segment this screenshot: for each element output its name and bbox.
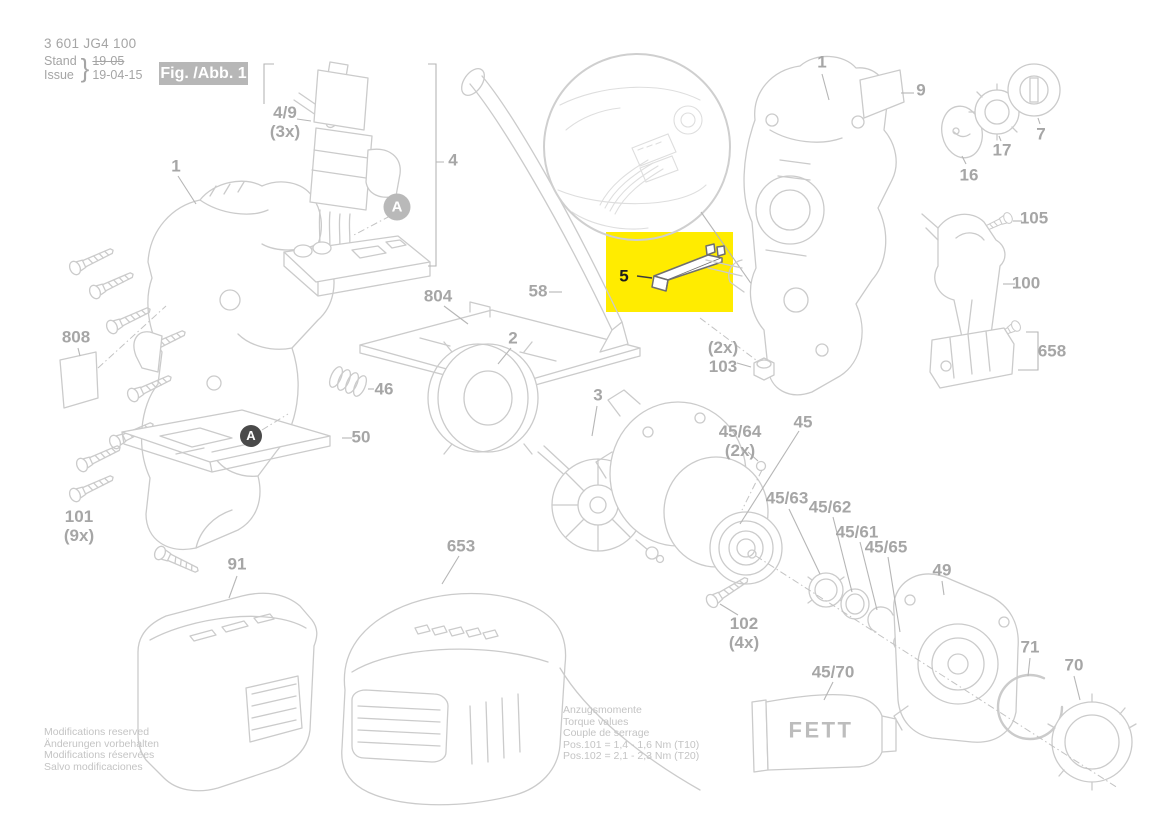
part-label-4-9[interactable]: 4/9(3x) — [269, 102, 301, 141]
ring-7-drawing — [1007, 63, 1061, 125]
slider-50-drawing — [121, 331, 352, 473]
part-label-46[interactable]: 46 — [374, 379, 394, 399]
housing-left-drawing — [141, 180, 335, 550]
group-bracket-lines — [263, 63, 444, 267]
spring-46-drawing — [328, 366, 374, 397]
badge-16-drawing — [941, 105, 983, 165]
housing-right-drawing — [705, 55, 897, 396]
screw-102-drawing — [703, 572, 752, 616]
part-label-50[interactable]: 50 — [351, 427, 371, 447]
part-label-45[interactable]: 45 — [793, 412, 813, 432]
housing-49-drawing — [893, 573, 1019, 743]
part-label-16[interactable]: 16 — [959, 165, 979, 185]
part-label-101[interactable]: 101(9x) — [63, 506, 95, 545]
note-line: Änderungen vorbehalten — [44, 737, 160, 750]
grease-tube-drawing — [751, 693, 897, 773]
nut-103-drawing — [736, 357, 775, 381]
issue-value: 19-04-15 — [92, 68, 143, 82]
stand-label: Stand — [44, 54, 77, 68]
part-label-808[interactable]: 808 — [61, 327, 91, 347]
part-label-45-63[interactable]: 45/63 — [765, 488, 809, 508]
part-label-70[interactable]: 70 — [1064, 655, 1084, 675]
issue-label: Issue — [44, 68, 74, 82]
block-658-drawing — [929, 318, 1039, 389]
part-label-100[interactable]: 100 — [1011, 273, 1041, 293]
part-label-804[interactable]: 804 — [423, 286, 453, 306]
note-line: Pos.102 = 2,1 - 2,3 Nm (T20) — [563, 750, 700, 762]
stand-value: 19-05 — [92, 54, 125, 68]
part-label-105[interactable]: 105 — [1019, 208, 1049, 228]
note-line: Anzugsmomente — [563, 704, 642, 716]
screw-105-drawing — [974, 210, 1022, 238]
part-label-71[interactable]: 71 — [1020, 637, 1040, 657]
issue-brace: } — [80, 53, 90, 83]
part-label-1[interactable]: 1 — [817, 52, 827, 72]
header-block: 3 601 JG4 100 Stand Issue } 19-05 19-04-… — [44, 36, 142, 82]
part-label-45-62[interactable]: 45/62 — [808, 497, 852, 517]
part-label-658[interactable]: 658 — [1037, 341, 1067, 361]
issue-block: Stand Issue } 19-05 19-04-15 — [44, 54, 142, 82]
part-label-45-61[interactable]: 45/61 — [835, 522, 879, 542]
ring-stack-drawing — [807, 572, 911, 651]
part-label-103[interactable]: (2x)103 — [707, 337, 739, 376]
insert-17-drawing — [968, 83, 1026, 142]
sticker-9-drawing — [859, 69, 914, 119]
type-number: 3 601 JG4 100 — [44, 36, 137, 51]
collar-70-drawing — [1047, 693, 1137, 791]
leader-lines — [177, 175, 1119, 789]
charger-653-drawing — [341, 555, 701, 806]
note-line: Couple de serrage — [563, 727, 650, 739]
part-label-91[interactable]: 91 — [227, 554, 247, 574]
detent-ball-45-64 — [755, 460, 767, 472]
part-5-drawing[interactable] — [636, 243, 726, 292]
detail-marker-A-light: A — [383, 193, 411, 221]
part-label-653[interactable]: 653 — [446, 536, 476, 556]
sticker-808-drawing — [59, 305, 167, 409]
part-label-102[interactable]: 102(4x) — [728, 613, 760, 652]
battery-91-drawing — [137, 592, 318, 792]
detail-marker-A-dark: A — [240, 425, 262, 447]
part-label-49[interactable]: 49 — [932, 560, 952, 580]
part-label-45-64[interactable]: 45/64(2x) — [718, 421, 762, 460]
stator-2-drawing — [427, 341, 539, 455]
leader-part5-mount — [699, 317, 757, 361]
note-line: Torque values — [563, 715, 629, 728]
part-label-9[interactable]: 9 — [916, 80, 926, 100]
snap-ring-71-drawing — [996, 673, 1064, 741]
part-label-1[interactable]: 1 — [171, 156, 181, 176]
note-line: Salvo modificaciones — [44, 760, 143, 773]
part-label-2[interactable]: 2 — [508, 328, 518, 348]
part-label-7[interactable]: 7 — [1036, 124, 1046, 144]
figure-badge: Fig. /Abb. 1 — [159, 62, 248, 85]
switch-assembly-drawing — [283, 61, 431, 297]
part-label-FETT[interactable]: FETT — [788, 717, 854, 743]
part-label-58[interactable]: 58 — [528, 281, 548, 301]
part-label-45-65[interactable]: 45/65 — [864, 537, 908, 557]
strap-58-drawing — [461, 68, 629, 353]
part-label-4[interactable]: 4 — [448, 150, 458, 170]
part-label-45-70[interactable]: 45/70 — [811, 662, 855, 682]
part-label-3[interactable]: 3 — [593, 385, 603, 405]
note-line: Modifications réservées — [44, 749, 155, 761]
note-line: Modifications reserved — [44, 726, 150, 738]
gearbox-45-drawing — [595, 389, 783, 585]
part-label-17[interactable]: 17 — [992, 140, 1012, 160]
part-label-5[interactable]: 5 — [619, 266, 629, 286]
note-line: Pos.101 = 1,4 - 1,6 Nm (T10) — [563, 738, 700, 751]
